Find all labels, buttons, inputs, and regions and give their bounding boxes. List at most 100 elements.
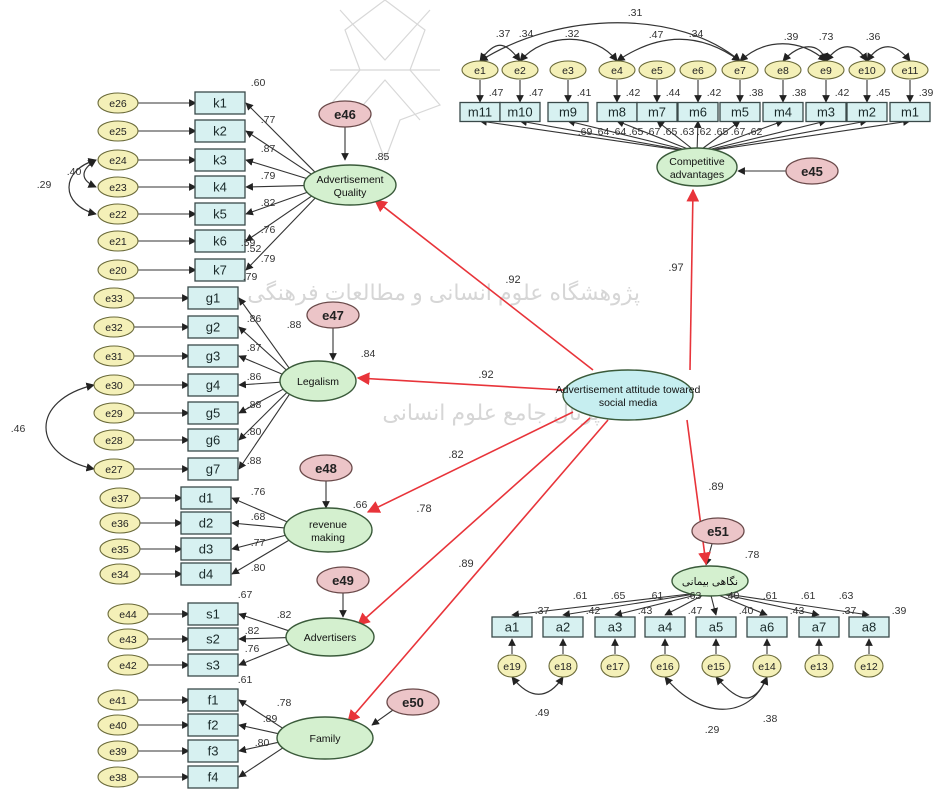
error-term-e1: e1 <box>461 60 499 80</box>
error-ellipse <box>93 429 135 451</box>
error-term-e23: e23 <box>97 176 139 198</box>
latent-ellipse <box>279 360 357 402</box>
error-ellipse <box>93 458 135 480</box>
disturbance-arrow <box>371 709 394 726</box>
coefficient-label: .79 <box>261 170 276 182</box>
latent-label-line1: Competitive <box>669 156 725 168</box>
indicator-label: g4 <box>206 378 220 393</box>
error-label: e32 <box>105 322 123 334</box>
error-ellipse <box>701 654 731 678</box>
coefficient-label: .59 <box>241 237 256 249</box>
indicator-rect <box>180 511 232 535</box>
error-term-e12: e12 <box>854 654 884 678</box>
indicator-rect <box>194 119 246 143</box>
error-ellipse <box>501 60 539 80</box>
error-term-e16: e16 <box>650 654 680 678</box>
indicator-label: k7 <box>213 263 227 278</box>
coefficient-label: .37 <box>535 605 550 617</box>
coefficient-label: .38 <box>792 87 807 99</box>
disturbance-ellipse <box>785 157 839 185</box>
coefficient-label: .88 <box>287 319 302 331</box>
error-ellipse <box>97 766 139 788</box>
error-label: e16 <box>656 661 674 673</box>
latent-advertisers: Advertisers <box>285 617 375 657</box>
indicator-box-a1: a1 <box>491 616 533 638</box>
indicator-rect <box>499 101 541 123</box>
indicator-box-g1: g1 <box>187 286 239 310</box>
error-ellipse <box>721 60 759 80</box>
indicator-label: s1 <box>206 607 220 622</box>
loading-arrow <box>245 102 316 174</box>
indicator-box-f1: f1 <box>187 688 239 712</box>
coefficient-label: .29 <box>705 724 720 736</box>
error-ellipse <box>804 654 834 678</box>
loading-arrow <box>245 192 316 242</box>
indicator-box-k5: k5 <box>194 202 246 226</box>
coefficient-label: .77 <box>251 537 266 549</box>
coefficient-label: .67 <box>238 589 253 601</box>
indicator-rect <box>848 616 890 638</box>
indicator-rect <box>491 616 533 638</box>
error-term-e19: e19 <box>497 654 527 678</box>
structural-path-legalism <box>356 372 564 391</box>
disturbance-label: e45 <box>801 164 823 179</box>
indicator-box-g4: g4 <box>187 373 239 397</box>
coefficient-label: .62 <box>748 126 763 138</box>
indicator-box-f2: f2 <box>187 713 239 737</box>
error-label: e42 <box>119 660 137 672</box>
error-term-e9: e9 <box>807 60 845 80</box>
error-label: e17 <box>606 661 624 673</box>
coefficient-label: .78 <box>745 549 760 561</box>
indicator-rect <box>889 101 931 123</box>
error-term-e24: e24 <box>97 149 139 171</box>
error-term-e37: e37 <box>99 487 141 509</box>
loading-arrow <box>231 536 296 575</box>
disturbance-label: e51 <box>707 524 729 539</box>
error-ellipse <box>97 740 139 762</box>
error-term-e13: e13 <box>804 654 834 678</box>
error-ellipse <box>807 60 845 80</box>
indicator-label: a2 <box>556 620 570 635</box>
indicator-box-a4: a4 <box>644 616 686 638</box>
loading-arrow <box>511 592 699 619</box>
indicator-label: f4 <box>208 770 219 785</box>
coefficient-label: .47 <box>529 87 544 99</box>
error-label: e10 <box>858 65 876 77</box>
error-label: e13 <box>810 661 828 673</box>
indicator-label: m8 <box>608 105 626 120</box>
error-ellipse <box>461 60 499 80</box>
disturbance-label: e46 <box>334 107 356 122</box>
error-term-e11: e11 <box>891 60 929 80</box>
error-ellipse <box>97 149 139 171</box>
indicator-box-k2: k2 <box>194 119 246 143</box>
indicator-label: d2 <box>199 516 213 531</box>
structural-path-revenue <box>366 411 574 513</box>
coefficient-label: .69 <box>578 126 593 138</box>
covariance-arc-k <box>68 157 97 217</box>
indicator-rect <box>187 688 239 712</box>
disturbance-e48: e48 <box>299 454 353 482</box>
indicator-rect <box>187 428 239 452</box>
error-ellipse <box>107 628 149 650</box>
loading-arrow <box>238 389 290 441</box>
covariance-arc-a <box>715 676 768 699</box>
loading-arrow <box>719 592 870 618</box>
coefficient-label: .60 <box>251 77 266 89</box>
indicator-rect <box>194 91 246 115</box>
latent-ellipse <box>283 507 373 553</box>
error-ellipse <box>99 512 141 534</box>
covariance-arc-m <box>825 46 868 62</box>
coefficient-label: .43 <box>638 605 653 617</box>
coefficient-label: .61 <box>649 590 664 602</box>
indicator-box-m8: m8 <box>596 101 638 123</box>
disturbance-e49: e49 <box>316 566 370 594</box>
indicator-rect <box>542 616 584 638</box>
coefficient-label: .73 <box>819 31 834 43</box>
error-term-e21: e21 <box>97 230 139 252</box>
coefficient-label: .34 <box>689 28 704 40</box>
error-term-e35: e35 <box>99 538 141 560</box>
latent-legalism: Legalism <box>279 360 357 402</box>
covariance-arc-m <box>616 38 741 62</box>
error-term-e3: e3 <box>549 60 587 80</box>
